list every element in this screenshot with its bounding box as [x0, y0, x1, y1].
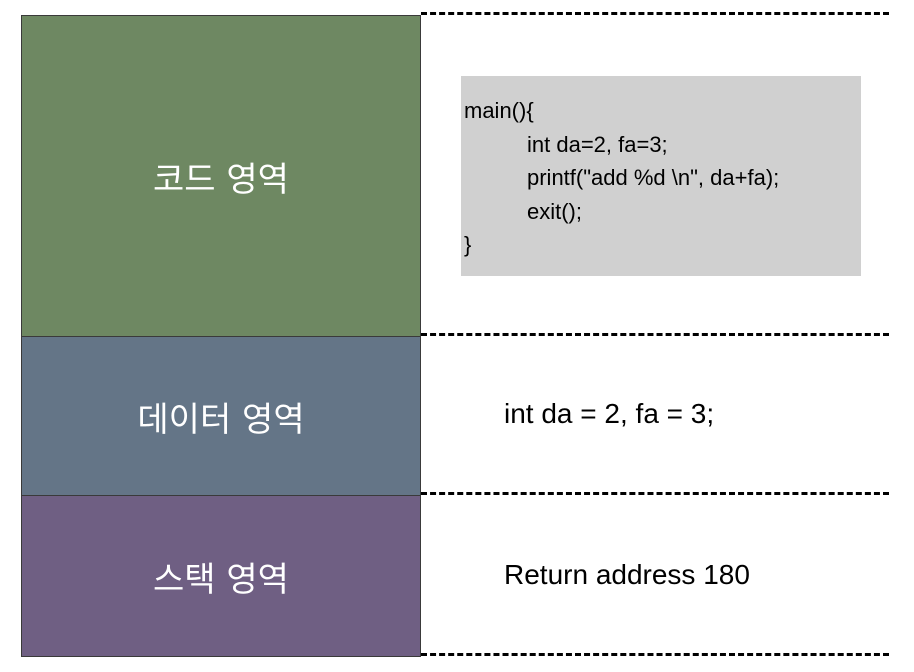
- code-line: exit();: [527, 198, 582, 224]
- divider-line: [421, 653, 889, 656]
- divider-line: [421, 12, 889, 15]
- stack-segment-label: 스택 영역: [153, 559, 289, 600]
- divider-line: [421, 492, 889, 495]
- stack-segment-content: Return address 180: [504, 559, 750, 590]
- code-segment: 코드 영역: [21, 15, 421, 337]
- stack-segment: 스택 영역: [21, 495, 421, 657]
- code-box: main(){ int da=2, fa=3; printf("add %d \…: [461, 76, 861, 276]
- code-line: }: [464, 232, 472, 257]
- data-segment-label: 데이터 영역: [137, 399, 305, 440]
- code-segment-label: 코드 영역: [153, 159, 289, 200]
- code-line: int da=2, fa=3;: [527, 131, 668, 157]
- code-line: main(){: [464, 98, 534, 123]
- divider-line: [421, 333, 889, 336]
- data-segment-content: int da = 2, fa = 3;: [504, 398, 715, 429]
- data-segment: 데이터 영역: [21, 336, 421, 496]
- code-line: printf("add %d \n", da+fa);: [527, 165, 780, 190]
